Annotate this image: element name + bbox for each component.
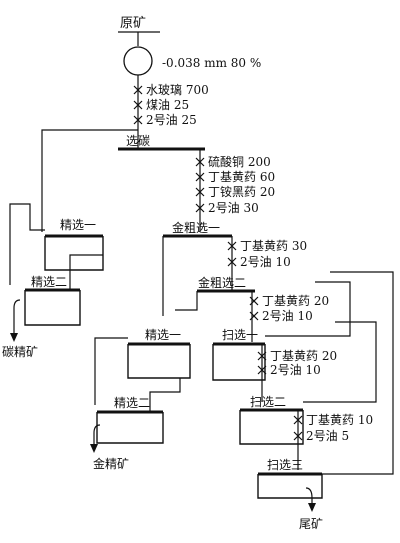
reagent-markers-scavenger-1 (249, 296, 259, 321)
reagent-markers-gold-rougher-2 (227, 241, 237, 267)
reagent-roughing-3: 2号油 25 (146, 113, 197, 127)
gold-concentrate-label: 金精矿 (93, 457, 130, 471)
carbon-cleaner1-froth-line (9, 203, 45, 285)
gold-concentrate-line (93, 424, 101, 446)
reagent-scavenger2-2: 2号油 10 (270, 363, 321, 377)
reagent-gold-rougher1-3: 丁铵黑药 20 (208, 185, 276, 199)
scavenger-2-label: 扫选二 (250, 395, 287, 409)
reagent-markers-gold-rougher-1 (195, 157, 205, 213)
scavenger-3-label: 扫选三 (267, 458, 304, 472)
reagent-markers-roughing (133, 85, 143, 125)
gold-rougher-2-label: 金粗选二 (198, 276, 247, 290)
reagent-roughing-1: 水玻璃 700 (146, 83, 209, 97)
gold-cleaner-1-label: 精选一 (145, 328, 182, 342)
carbon-froth-line (41, 129, 138, 232)
grinding-mill-symbol (123, 46, 153, 76)
reagent-gold-rougher2-1: 丁基黄药 30 (240, 239, 308, 253)
reagent-gold-rougher1-2: 丁基黄药 60 (208, 170, 276, 184)
scavenger-1-label: 扫选一 (222, 328, 259, 342)
grinding-fineness: -0.038 mm 80 % (162, 56, 262, 70)
tailings-label: 尾矿 (299, 517, 324, 531)
reagent-gold-rougher1-1: 硫酸铜 200 (208, 155, 271, 169)
gold-cleaner-2-label: 精选二 (114, 396, 151, 410)
reagent-roughing-2: 煤油 25 (146, 98, 190, 112)
carbon-concentrate-line (13, 299, 21, 335)
reagent-scavenger3-1: 丁基黄药 10 (306, 413, 374, 427)
reagent-scavenger2-1: 丁基黄药 20 (270, 349, 338, 363)
reagent-gold-rougher1-4: 2号油 30 (208, 201, 259, 215)
reagent-scavenger1-2: 2号油 10 (262, 309, 313, 323)
tailings-line (305, 487, 313, 505)
reagent-markers-scavenger-2 (257, 351, 267, 375)
reagent-scavenger1-1: 丁基黄药 20 (262, 294, 330, 308)
gold-rougher-1-label: 金粗选一 (172, 221, 221, 235)
carbon-cleaner-2-label: 精选二 (31, 275, 68, 289)
feed-label: 原矿 (120, 16, 147, 31)
carbon-cleaner-1-label: 精选一 (60, 218, 97, 232)
carbon-rougher-label: 选碳 (126, 134, 151, 148)
reagent-scavenger3-2: 2号油 5 (306, 429, 350, 443)
carbon-concentrate-label: 碳精矿 (2, 345, 39, 359)
reagent-markers-scavenger-3 (293, 415, 303, 441)
reagent-gold-rougher2-2: 2号油 10 (240, 255, 291, 269)
